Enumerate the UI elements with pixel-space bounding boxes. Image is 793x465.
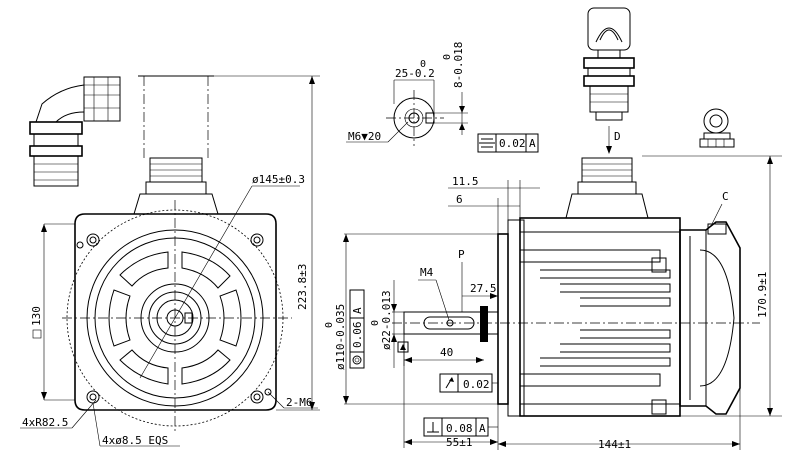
dia-145-label: ø145±0.3 [252, 173, 305, 186]
perp-ref-label: A [479, 422, 486, 435]
shaft-dim-8-label: 8-0.018 [452, 42, 465, 88]
dia-110-label: ø110-0.035 [334, 304, 347, 370]
front-view [62, 75, 292, 432]
dia-110-ref: A [351, 307, 364, 314]
dim-144-label: 144±1 [598, 438, 631, 451]
shaft-end-detail: 25-0.2 0 8-0.018 0 M6▼20 0.02 A [346, 42, 539, 153]
shaft-dim-8-zero: 0 [442, 54, 453, 60]
signal-connector [699, 108, 735, 148]
side-view-dimensions: 11.5 6 P M4 27.5 40 ø110-0.035 0 [324, 155, 782, 451]
label-c: C [722, 190, 729, 203]
dim-27-5-label: 27.5 [470, 282, 497, 295]
shaft-symmetry-tol: 0.02 [499, 137, 526, 150]
square-130-label: 130 [30, 306, 43, 326]
dia-110-tol: 0.06 [351, 322, 364, 349]
dim-170-label: 170.9±1 [756, 272, 769, 318]
label-m4: M4 [420, 266, 434, 279]
shaft-thread-label: M6▼20 [348, 130, 381, 143]
dia-110-zero: 0 [324, 322, 335, 328]
dim-6-label: 6 [456, 193, 463, 206]
height-223-label: 223.8±3 [296, 264, 309, 310]
radius-82-label: 4xR82.5 [22, 416, 68, 429]
label-p: P [458, 248, 465, 261]
holes-85-label: 4xø8.5 EQS [102, 434, 168, 447]
perp-tol-label: 0.08 [446, 422, 473, 435]
dim-11-5-label: 11.5 [452, 175, 479, 188]
shaft-dim-25-label: 25-0.2 [395, 67, 435, 80]
shaft-dim-25-zero: 0 [420, 59, 426, 70]
side-view [392, 157, 760, 417]
dia-22-zero: 0 [370, 320, 381, 326]
front-view-dimensions: 223.8±3 130 ø145±0.3 4xR82.5 4xø8.5 EQS … [20, 75, 320, 447]
power-connector-straight [583, 7, 635, 121]
dia-22-label: ø22-0.013 [380, 290, 393, 350]
shaft-symmetry-ref: A [529, 137, 536, 150]
dim-40-label: 40 [440, 346, 453, 359]
thread-m6-label: 2-M6 [286, 396, 313, 409]
runout-tol-label: 0.02 [463, 378, 490, 391]
label-d: D [614, 130, 621, 143]
power-connector-elbow [29, 76, 121, 187]
dim-55-label: 55±1 [446, 436, 473, 449]
